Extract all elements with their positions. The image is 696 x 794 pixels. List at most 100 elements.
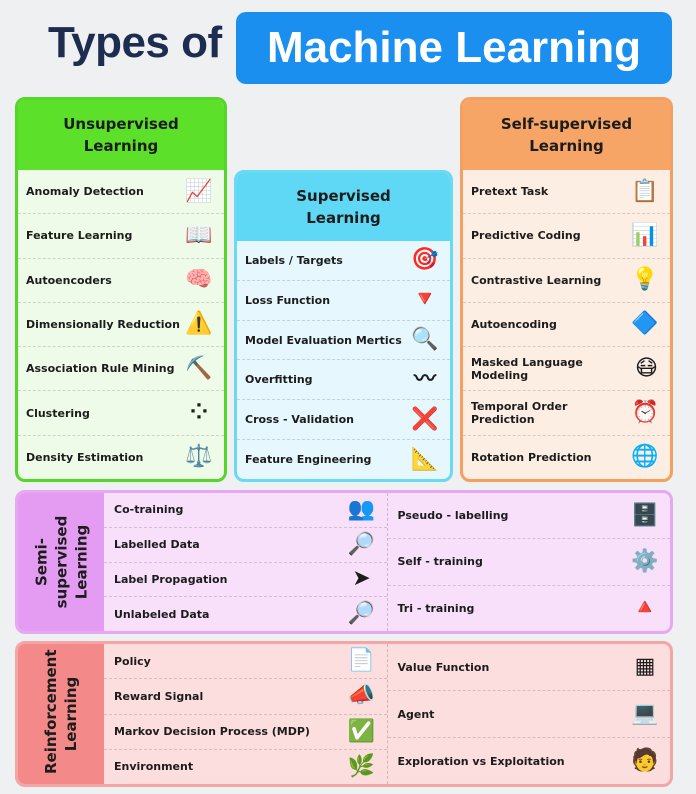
brain-icon: 🧠: [185, 267, 213, 293]
down-arrow-icon: 🔻: [411, 287, 439, 313]
reinforcement-card: Reinforcement Learning Policy 📄 Reward Sig…: [15, 641, 673, 787]
item-label: Tri - training: [397, 601, 475, 615]
list-item: Temporal Order Prediction ⏰: [463, 391, 670, 436]
miner-icon: ⛏️: [185, 355, 213, 381]
blueprint-icon: 📐: [411, 446, 439, 472]
board-icon: 🗄️: [631, 502, 659, 528]
item-label: Label Propagation: [114, 572, 228, 586]
document-icon: 📄: [347, 648, 376, 674]
list-item: Anomaly Detection📈: [18, 170, 224, 215]
list-item: Rotation Prediction 🌐: [463, 436, 670, 479]
list-item: Labelled Data 🔎: [104, 528, 387, 563]
item-label: Environment: [114, 760, 194, 774]
grid-chart-icon: ▦: [634, 654, 656, 679]
person-icon: 🧑: [631, 748, 659, 773]
item-label: Anomaly Detection: [26, 185, 144, 199]
card-title: Unsupervised Learning: [18, 100, 224, 170]
list-item: Masked Language Modeling 😷: [463, 347, 670, 392]
clock-person-icon: ⏰: [631, 400, 660, 426]
scatter-plot-icon: ⁘: [189, 400, 209, 426]
item-label: Overfitting: [245, 373, 313, 387]
item-label: Pseudo - labelling: [397, 509, 509, 523]
list-item: Label Propagation ➤: [104, 563, 387, 598]
list-item: Contrastive Learning 💡: [463, 259, 670, 303]
list-item: Exploration vs Exploitation🧑: [388, 738, 671, 784]
list-item: Loss Function 🔻: [237, 281, 450, 321]
list-item: Model Evaluation Mertics 🔍: [237, 321, 450, 361]
item-label: Agent: [397, 707, 435, 721]
list-item: Association Rule Mining ⛏️: [18, 347, 224, 392]
laptop-person-icon: 💻: [631, 701, 659, 726]
list-item: Environment 🌿: [104, 750, 387, 784]
list-item: Clustering ⁘: [18, 391, 224, 436]
item-label: Pretext Task: [471, 185, 549, 199]
curve-icon: 〰: [413, 366, 436, 392]
megaphone-icon: 📣: [347, 683, 376, 709]
list-item: Predictive Coding📊: [463, 214, 670, 259]
item-label: Autoencoding: [471, 317, 557, 331]
item-label: Model Evaluation Mertics: [245, 333, 402, 347]
list-item: Density Estimation ⚖️: [18, 436, 224, 479]
triangle-icon: 🔺: [631, 595, 659, 621]
item-label: Co-training: [114, 503, 184, 517]
item-label: Cross - Validation: [245, 413, 354, 427]
target-icon: 🎯: [411, 247, 439, 273]
checklist-icon: 📋: [631, 178, 659, 204]
mask-icon: 😷: [634, 355, 658, 381]
arrows-icon: ➤: [352, 566, 371, 592]
semi-supervised-card: Semi-supervised Learning Co-training👥Lab…: [15, 490, 673, 634]
list-item: Autoencoders 🧠: [18, 259, 224, 303]
item-label: Reward Signal: [114, 689, 204, 703]
network-icon: 🔷: [631, 311, 659, 337]
item-label: Labels / Targets: [245, 253, 343, 267]
item-label: Association Rule Mining: [26, 362, 175, 376]
list-item: Feature Engineering📐: [237, 440, 450, 479]
item-label: Policy: [114, 654, 151, 668]
item-label: Rotation Prediction: [471, 450, 592, 464]
list-item: Tri - training 🔺: [388, 586, 671, 631]
team-icon: 👥: [347, 496, 376, 522]
list-item: Feature Learning 📖: [18, 214, 224, 259]
x-circle-icon: ❌: [411, 406, 439, 432]
item-label: Labelled Data: [114, 538, 200, 552]
item-label: Masked Language Modeling: [471, 355, 583, 382]
list-item: Agent 💻: [387, 691, 670, 738]
item-label: Feature Learning: [26, 229, 133, 243]
seesaw-icon: ⚖️: [185, 444, 213, 470]
list-item: Overfitting 〰: [237, 360, 450, 401]
list-item: Autoencoding 🔷: [463, 303, 670, 348]
title-prefix: Types of: [48, 18, 222, 67]
item-label: Autoencoders: [26, 273, 112, 287]
item-label: Clustering: [26, 406, 90, 420]
item-label: Temporal Order Prediction: [471, 400, 568, 427]
item-label: Contrastive Learning: [471, 273, 602, 287]
head-gear-icon: ⚙️: [631, 548, 659, 574]
magnifier-icon: 🔎: [347, 531, 376, 557]
card-title: Supervised Learning: [237, 173, 450, 241]
card-title: Reinforcement Learning: [42, 649, 80, 775]
evaluation-icon: 🔍: [411, 327, 439, 353]
warning-arrows-icon: ⚠️: [185, 311, 213, 337]
item-label: Unlabeled Data: [114, 607, 210, 621]
self-supervised-card: Self-supervised Learning Pretext Task 📋 Pr…: [460, 97, 673, 482]
decision-icon: ✅: [347, 718, 376, 744]
card-title: Self-supervised Learning: [463, 100, 670, 170]
list-item: Reward Signal 📣: [104, 679, 387, 715]
list-item: Policy 📄: [104, 644, 387, 680]
earth-plant-icon: 🌿: [347, 753, 376, 779]
item-label: Density Estimation: [26, 450, 144, 464]
magnifier-icon: 🔎: [347, 601, 376, 627]
item-label: Loss Function: [245, 293, 331, 307]
lightbulb-icon: 💡: [631, 267, 659, 293]
item-label: Markov Decision Process (MDP): [114, 725, 310, 739]
book-person-icon: 📖: [185, 222, 213, 248]
list-item: Labels / Targets 🎯: [237, 241, 450, 281]
list-item: Co-training 👥: [104, 493, 387, 528]
item-label: Predictive Coding: [471, 229, 581, 243]
list-item: Markov Decision Process (MDP) ✅: [104, 715, 387, 750]
list-item: Dimensionally Reduction⚠️: [18, 303, 224, 348]
unsupervised-card: Unsupervised Learning Anomaly Detection📈…: [15, 97, 227, 482]
globe-icon: 🌐: [631, 444, 659, 470]
title-highlight: Machine Learning: [236, 12, 672, 84]
list-item: Pseudo - labelling 🗄️: [387, 493, 670, 540]
